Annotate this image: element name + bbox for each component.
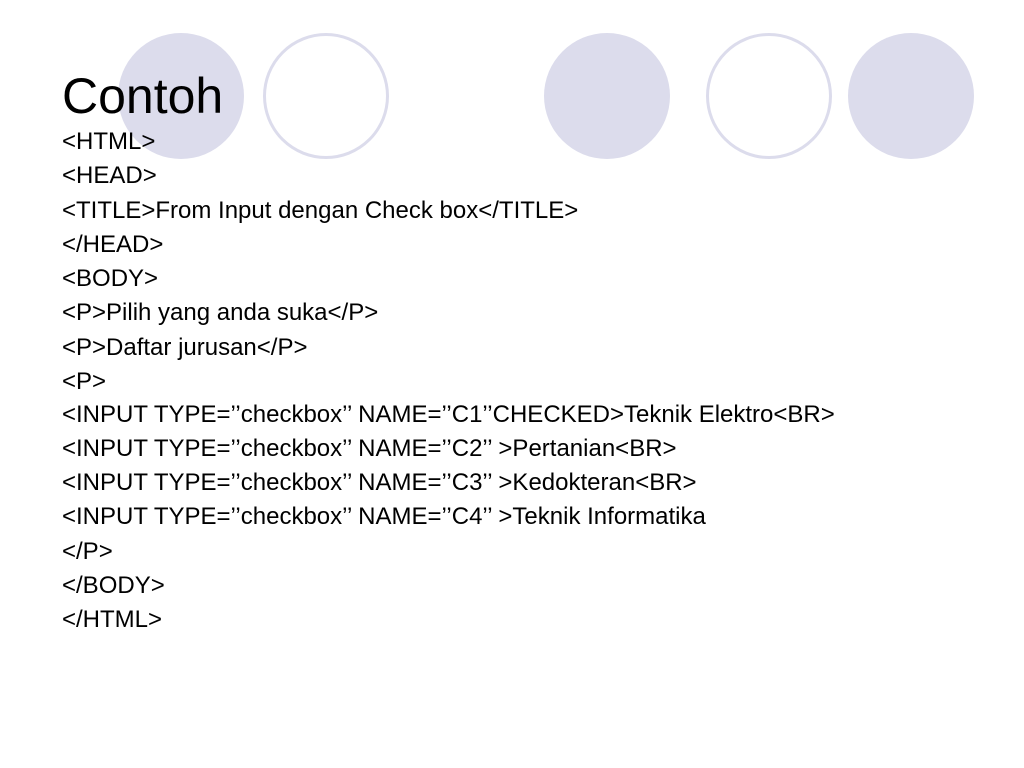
decorative-circle-filled <box>544 33 670 159</box>
code-line: <P> <box>62 368 107 396</box>
code-line: <INPUT TYPE=’’checkbox’’ NAME=’’C4’’ >Te… <box>62 503 706 531</box>
code-listing: <HTML> <HEAD> <TITLE>From Input dengan C… <box>62 128 862 640</box>
code-line: <TITLE>From Input dengan Check box</TITL… <box>62 196 579 224</box>
code-line: <HEAD> <box>62 162 157 190</box>
code-line: <P>Pilih yang anda suka</P> <box>62 299 379 327</box>
decorative-circle-filled <box>118 33 244 159</box>
decorative-circle-filled <box>848 33 974 159</box>
code-line: <INPUT TYPE=’’checkbox’’ NAME=’’C2’’ >Pe… <box>62 434 677 462</box>
code-line: <P>Daftar jurusan</P> <box>62 333 308 361</box>
decorative-circle-outline <box>263 33 389 159</box>
code-line: <HTML> <box>62 128 156 155</box>
code-line: </HTML> <box>62 606 163 634</box>
code-line: <INPUT TYPE=’’checkbox’’ NAME=’’C1’’CHEC… <box>62 401 835 429</box>
code-line: <BODY> <box>62 265 159 293</box>
code-line: </BODY> <box>62 571 165 599</box>
slide-title: Contoh <box>62 68 224 124</box>
code-line: </HEAD> <box>62 230 164 258</box>
decorative-circle-outline <box>706 33 832 159</box>
code-line: <INPUT TYPE=’’checkbox’’ NAME=’’C3’’ >Ke… <box>62 468 697 496</box>
code-line: </P> <box>62 537 113 565</box>
